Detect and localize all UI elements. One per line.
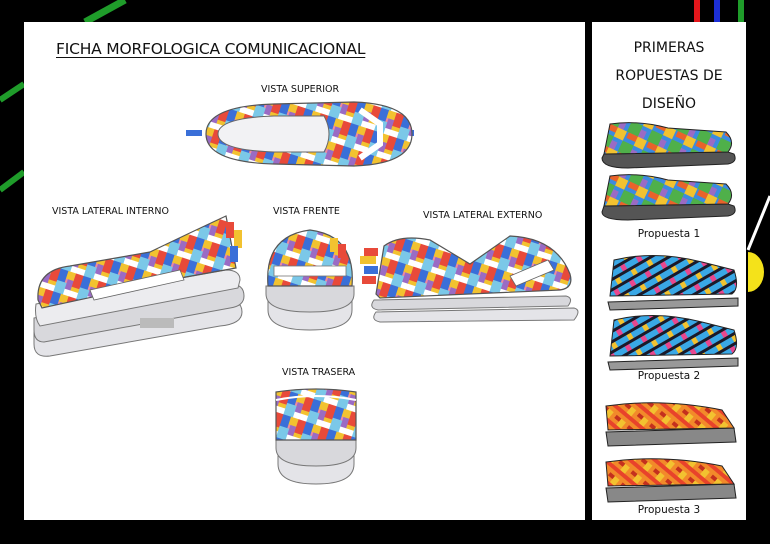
label-vista-trasera: VISTA TRASERA bbox=[282, 367, 356, 378]
label-vista-lateral-interno: VISTA LATERAL INTERNO bbox=[52, 206, 169, 217]
deco-red-bar bbox=[694, 0, 700, 22]
proposal-2-label: Propuesta 2 bbox=[637, 370, 701, 382]
shoe-lateral-interno-view bbox=[33, 215, 245, 357]
label-vista-lateral-externo: VISTA LATERAL EXTERNO bbox=[423, 210, 543, 221]
proposals-title-line-3: DISEÑO bbox=[641, 96, 697, 112]
deco-yellow-half-circle bbox=[748, 252, 764, 292]
proposal-1-label: Propuesta 1 bbox=[637, 228, 701, 240]
shoe-rear-view bbox=[275, 388, 357, 485]
proposal-3-sketches bbox=[605, 402, 737, 503]
proposal-1-sketches bbox=[601, 122, 736, 221]
morphology-sheet-panel: FICHA MORFOLOGICA COMUNICACIONAL VISTA S… bbox=[24, 22, 585, 520]
sheet-title: FICHA MORFOLOGICA COMUNICACIONAL bbox=[56, 40, 366, 58]
proposal-2-sketches bbox=[607, 255, 739, 371]
shoe-lateral-externo-view bbox=[360, 235, 579, 323]
label-vista-superior: VISTA SUPERIOR bbox=[261, 84, 340, 95]
proposal-3-label: Propuesta 3 bbox=[637, 504, 701, 516]
label-vista-frente: VISTA FRENTE bbox=[273, 206, 340, 217]
deco-green-stroke-left-2 bbox=[0, 169, 26, 193]
proposals-title-line-1: PRIMERAS bbox=[633, 40, 705, 56]
deco-green-stroke-left bbox=[0, 81, 26, 103]
shoe-top-view bbox=[186, 101, 414, 167]
shoe-front-view bbox=[265, 229, 355, 331]
deco-blue-bar bbox=[714, 0, 720, 22]
deco-white-stroke bbox=[746, 195, 770, 251]
proposals-title-line-2: ROPUESTAS DE bbox=[615, 68, 723, 84]
deco-green-stroke-top bbox=[83, 0, 127, 26]
design-proposals-panel: PRIMERAS ROPUESTAS DE DISEÑO Propuesta 1… bbox=[592, 22, 746, 520]
deco-green-bar bbox=[738, 0, 744, 22]
proposals-title: PRIMERAS ROPUESTAS DE DISEÑO bbox=[592, 34, 746, 118]
